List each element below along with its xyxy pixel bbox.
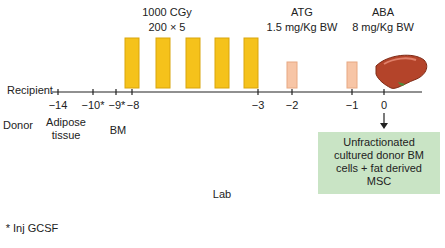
dose-label: 1.5 mg/Kg BW — [267, 21, 338, 34]
time-axis — [52, 89, 422, 95]
row-label: Donor — [3, 119, 33, 132]
day-tick: −3 — [252, 99, 265, 112]
day-tick: −2 — [286, 99, 299, 112]
day-tick: −1 — [346, 99, 359, 112]
radiation-bars — [125, 38, 258, 88]
liver-icon — [376, 55, 427, 88]
day-tick: −9* — [109, 99, 126, 112]
drug-bars — [287, 62, 357, 88]
harvest-label: BM — [110, 124, 127, 137]
drug-label: ATG — [291, 6, 313, 19]
dose-label: 8 mg/Kg BW — [352, 21, 414, 34]
dose-label: 200 × 5 — [148, 21, 185, 34]
drug-label: ABA — [372, 6, 394, 19]
day-tick: −10* — [82, 99, 105, 112]
pointer-arrow — [380, 113, 388, 129]
harvest-label: Adipose tissue — [42, 116, 90, 142]
process-box: Unfractionated cultured donor BM cells +… — [318, 132, 440, 194]
day-tick: 0 — [381, 99, 387, 112]
dose-label: 1000 CGy — [142, 6, 192, 19]
day-tick: −14 — [49, 99, 68, 112]
box-text: Unfractionated cultured donor BM cells +… — [324, 136, 434, 188]
day-tick: −8 — [127, 99, 140, 112]
footnote: * Inj GCSF — [6, 222, 59, 235]
row-label: Recipient — [7, 84, 53, 97]
row-label: Lab — [213, 188, 231, 201]
